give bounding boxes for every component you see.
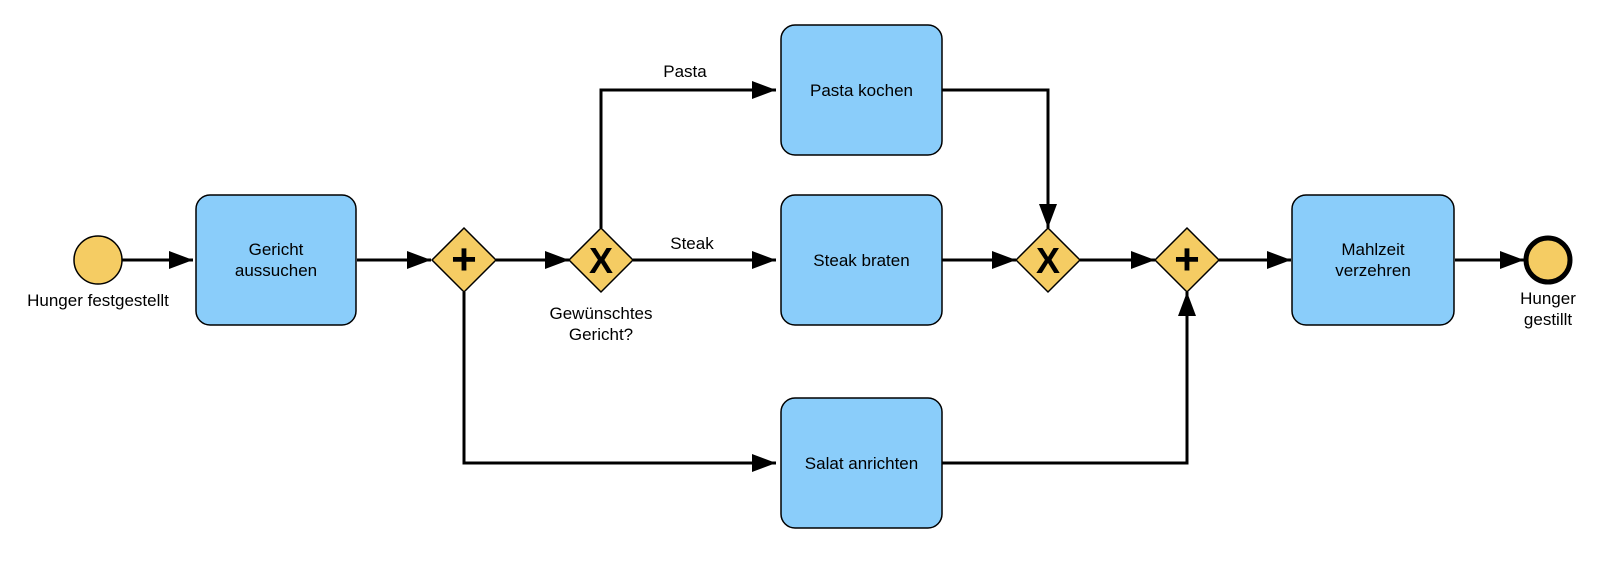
parallel-split-symbol: + <box>451 235 477 284</box>
flow-label-steak: Steak <box>670 234 714 253</box>
exclusive-gateway-split[interactable] <box>567 226 635 294</box>
parallel-join-symbol: + <box>1174 235 1200 284</box>
exclusive-join-symbol: X <box>1036 240 1060 281</box>
task-steak-braten-label: Steak braten <box>813 250 910 270</box>
task-salat-anrichten-label: Salat anrichten <box>804 453 919 473</box>
task-mahlzeit-verzehren[interactable] <box>1291 194 1455 326</box>
end-event-label: Hunger gestillt <box>1520 289 1576 329</box>
exclusive-gateway-join[interactable] <box>1014 226 1082 294</box>
start-event[interactable] <box>73 235 123 285</box>
parallel-gateway-join[interactable] <box>1153 226 1221 294</box>
task-salat-anrichten[interactable] <box>780 397 943 529</box>
task-mahlzeit-verzehren-label: Mahlzeit verzehren <box>1335 240 1411 280</box>
start-event-label: Hunger festgestellt <box>27 291 169 310</box>
flow-pasta-to-exclusive-join <box>942 88 1057 228</box>
flow-salat-to-parallel-join <box>942 292 1196 465</box>
parallel-gateway-split[interactable] <box>430 226 498 294</box>
task-pasta-kochen[interactable] <box>780 24 943 156</box>
exclusive-split-symbol: X <box>589 240 613 281</box>
flow-parallel-split-to-salat <box>462 292 776 472</box>
task-steak-braten[interactable] <box>780 194 943 326</box>
end-event[interactable] <box>1523 235 1573 285</box>
flow-label-pasta: Pasta <box>663 62 707 81</box>
task-gericht-aussuchen[interactable] <box>195 194 357 326</box>
exclusive-split-label: Gewünschtes Gericht? <box>549 304 653 344</box>
task-pasta-kochen-label: Pasta kochen <box>809 80 913 100</box>
task-gericht-aussuchen-label: Gericht aussuchen <box>234 240 318 280</box>
flow-exclusive-to-pasta <box>599 81 776 228</box>
